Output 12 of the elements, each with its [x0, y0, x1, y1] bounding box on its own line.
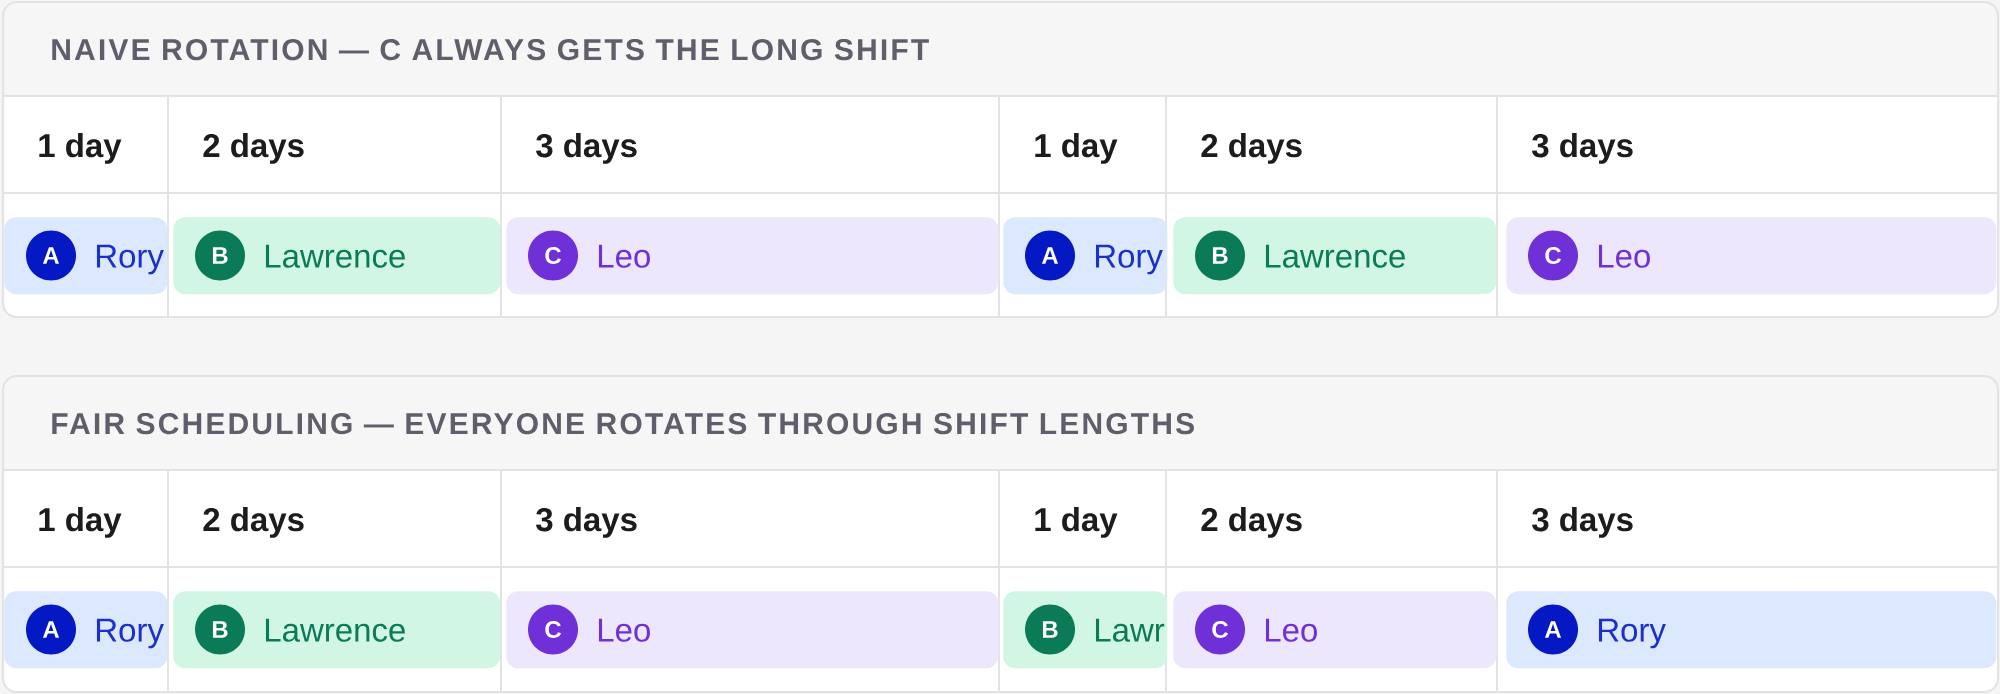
column-header: 2 days — [1201, 507, 1302, 538]
column-header: 3 days — [536, 507, 637, 538]
column-header: 1 day — [1035, 507, 1118, 538]
column-header: 3 days — [1532, 133, 1633, 164]
column-header: 3 days — [536, 133, 637, 164]
column-header: 1 day — [39, 133, 122, 164]
column-header: 1 day — [1035, 133, 1118, 164]
column-header: 3 days — [1532, 507, 1633, 538]
column-header: 1 day — [39, 507, 122, 538]
column-header: 2 days — [203, 507, 304, 538]
column-header: 2 days — [203, 133, 304, 164]
column-header: 2 days — [1201, 133, 1302, 164]
